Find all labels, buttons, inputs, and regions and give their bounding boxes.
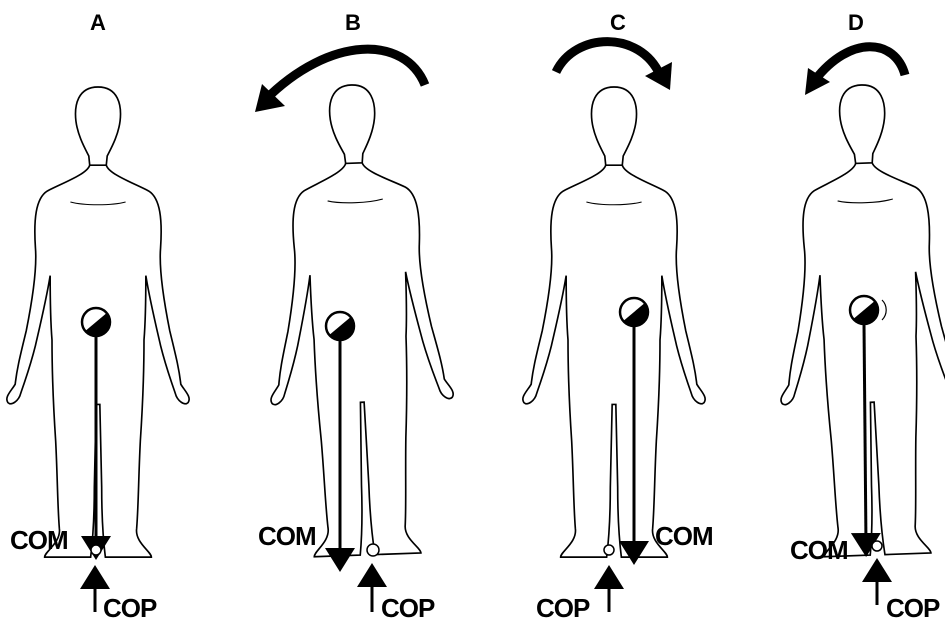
panel-c-label: C	[610, 10, 626, 36]
panel-d-rotation-arrow	[805, 47, 905, 95]
panel-c-cop-point	[604, 545, 614, 555]
panel-a-cop-point	[91, 545, 101, 555]
panel-d-cop-point	[872, 541, 882, 551]
panel-c-rotation-arrow	[556, 42, 672, 90]
panel-b-cop-label: COP	[381, 593, 434, 624]
panel-c-cop-label: COP	[536, 593, 589, 624]
panel-a-com-marker	[82, 308, 116, 342]
panel-b-cop-point	[367, 544, 379, 556]
panel-b-label: B	[345, 10, 361, 36]
panel-d-com-vector	[864, 324, 866, 545]
panel-b-com-marker	[326, 312, 360, 346]
panel-b-rotation-arrow	[255, 49, 425, 112]
panel-c-com-label: COM	[655, 521, 713, 552]
panel-b-body	[260, 82, 459, 558]
panel-d-com-label: COM	[790, 535, 848, 566]
panel-d-cop-label: COP	[886, 593, 939, 624]
panel-a-label: A	[90, 10, 106, 36]
panel-d-com-marker	[850, 296, 886, 330]
panel-c-body	[523, 87, 705, 557]
panel-d-label: D	[848, 10, 864, 36]
panel-a-cop-label: COP	[103, 593, 156, 624]
panel-c-com-marker	[620, 298, 654, 332]
panel-b-com-label: COM	[258, 521, 316, 552]
panel-a-com-label: COM	[10, 525, 68, 556]
